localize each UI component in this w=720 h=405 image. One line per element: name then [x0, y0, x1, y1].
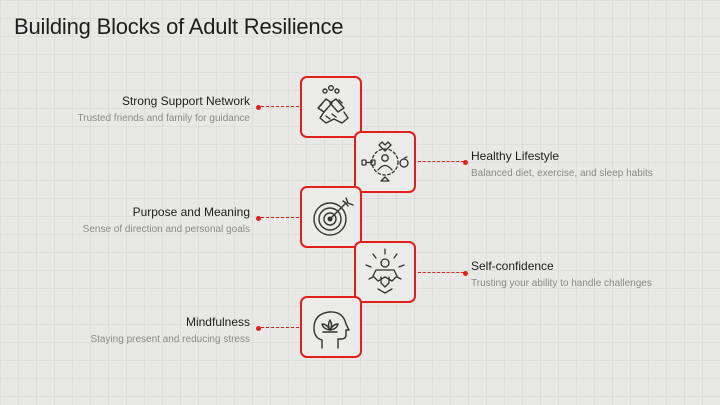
item-support-network-box [300, 76, 362, 138]
wellness-icon [361, 141, 409, 182]
connector-line [418, 161, 464, 162]
confident-person-icon [365, 248, 405, 294]
item-description: Trusting your ability to handle challeng… [471, 278, 652, 289]
item-description: Sense of direction and personal goals [82, 224, 250, 235]
item-purpose-meaning-label: Purpose and Meaning Sense of direction a… [0, 205, 250, 237]
item-heading: Healthy Lifestyle [471, 149, 560, 163]
item-heading: Purpose and Meaning [132, 205, 250, 219]
item-self-confidence-label: Self-confidence Trusting your ability to… [471, 259, 720, 291]
connector-dot [256, 104, 261, 110]
connector-line [261, 327, 299, 328]
item-purpose-meaning-box [300, 186, 362, 248]
item-description: Staying present and reducing stress [90, 334, 250, 345]
item-healthy-lifestyle-label: Healthy Lifestyle Balanced diet, exercis… [471, 149, 720, 181]
connector-line [261, 106, 299, 107]
page-title: Building Blocks of Adult Resilience [14, 14, 344, 39]
connector-dot [463, 270, 468, 276]
connector-dot [463, 159, 468, 165]
item-healthy-lifestyle-box [354, 131, 416, 193]
handshake-icon [317, 84, 349, 124]
item-support-network-label: Strong Support Network Trusted friends a… [0, 94, 251, 126]
lotus-head-icon [313, 311, 350, 349]
item-description: Trusted friends and family for guidance [77, 113, 251, 124]
item-heading: Mindfulness [185, 315, 250, 329]
connector-line [261, 217, 299, 218]
item-mindfulness-label: Mindfulness Staying present and reducing… [0, 315, 250, 347]
item-mindfulness-box [300, 296, 362, 358]
target-icon [313, 197, 354, 236]
item-heading: Strong Support Network [121, 94, 250, 108]
item-description: Balanced diet, exercise, and sleep habit… [471, 168, 653, 179]
connector-line [418, 272, 464, 273]
item-heading: Self-confidence [471, 259, 554, 273]
item-self-confidence-box [354, 241, 416, 303]
connector-dot [256, 325, 261, 331]
connector-dot [256, 215, 261, 221]
